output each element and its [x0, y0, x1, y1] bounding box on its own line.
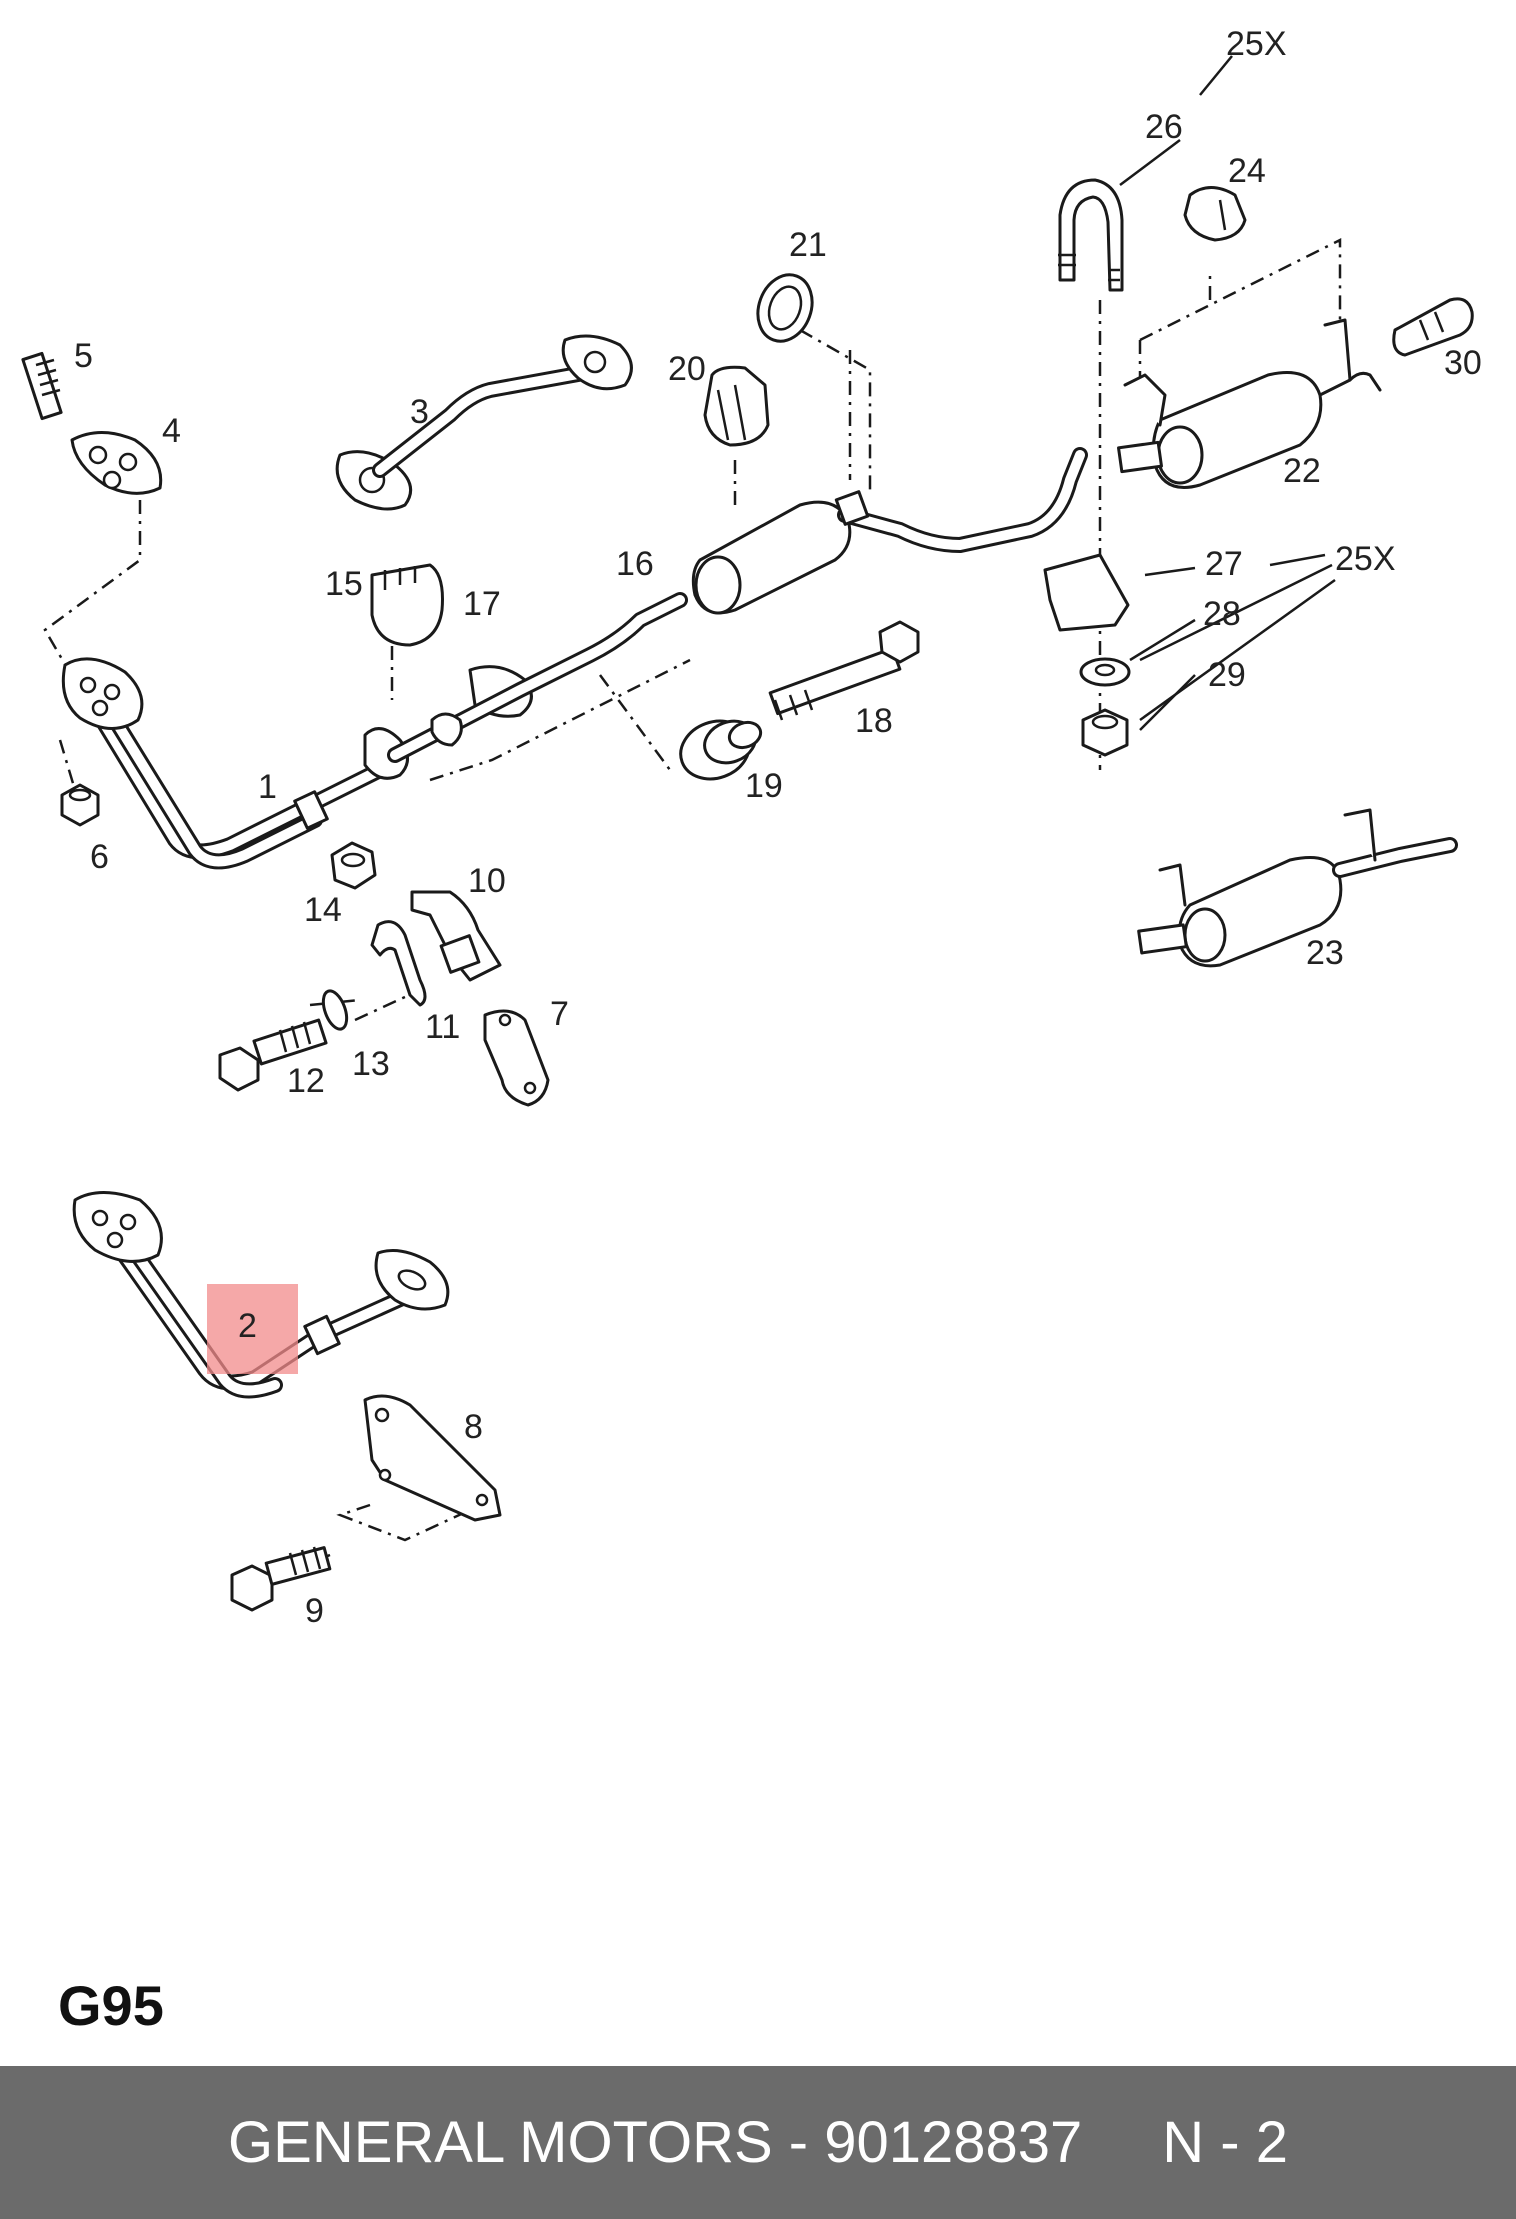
part-14-nut — [330, 841, 377, 890]
callout-15: 15 — [325, 565, 363, 603]
callout-16: 16 — [616, 545, 654, 583]
callout-2: 2 — [238, 1307, 257, 1345]
diagram-code: G95 — [58, 1974, 164, 2037]
callout-1: 1 — [258, 768, 277, 806]
part-4-gasket — [70, 431, 163, 495]
callout-20: 20 — [668, 350, 706, 388]
diagram-position: N - 2 — [1162, 2110, 1288, 2175]
footer-dash: - — [772, 2110, 825, 2175]
callout-14: 14 — [304, 891, 342, 929]
callout-22: 22 — [1283, 452, 1321, 490]
callout-4: 4 — [162, 412, 181, 450]
exhaust-system-diagram: 1 2 3 4 5 6 7 8 9 10 11 12 13 14 15 16 1… — [21, 25, 1482, 1630]
part-2-front-pipe-alt — [72, 1191, 450, 1399]
callout-29: 29 — [1208, 656, 1246, 694]
part-21-ring — [756, 273, 814, 343]
part-8-bracket — [363, 1394, 502, 1522]
callout-26: 26 — [1145, 108, 1183, 146]
callout-3: 3 — [410, 393, 429, 431]
callout-21: 21 — [789, 226, 827, 264]
part-28-washer — [1079, 657, 1131, 687]
part-29-nut — [1081, 708, 1129, 757]
footer-bar: GENERAL MOTORS - 90128837 N - 2 — [0, 2066, 1516, 2219]
callout-17: 17 — [463, 585, 501, 623]
part-7-bracket — [483, 1009, 550, 1107]
callout-13: 13 — [352, 1045, 390, 1083]
callout-25x-right: 25X — [1335, 540, 1396, 578]
part-number: 90128837 — [824, 2110, 1083, 2175]
part-19-spring — [679, 719, 763, 781]
callout-6: 6 — [90, 838, 109, 876]
part-17-clip — [430, 712, 463, 747]
part-6-nut — [60, 783, 100, 827]
part-27-clamp-plate — [1043, 553, 1130, 632]
part-13-washer — [321, 989, 349, 1031]
callout-11: 11 — [425, 1008, 460, 1046]
part-16-centre-muffler — [363, 447, 1088, 780]
callout-18: 18 — [855, 702, 893, 740]
part-10-clamp — [410, 890, 502, 982]
callout-lines — [1119, 55, 1336, 731]
callout-30: 30 — [1444, 344, 1482, 382]
part-12-bolt — [218, 1018, 328, 1092]
part-18-bolt — [768, 620, 920, 721]
leader-lines — [43, 237, 1342, 1592]
callout-27: 27 — [1205, 545, 1243, 583]
part-3-pipe-section — [335, 334, 633, 511]
callout-8: 8 — [464, 1408, 483, 1446]
highlight-marker — [207, 1284, 298, 1374]
callout-7: 7 — [550, 995, 569, 1033]
part-15-insulator — [370, 563, 444, 647]
part-9-bolt — [230, 1546, 332, 1612]
callout-9: 9 — [305, 1592, 324, 1630]
callout-24: 24 — [1228, 152, 1266, 190]
part-30-sleeve — [1392, 297, 1474, 357]
part-23-rear-muffler-alt — [1137, 808, 1458, 968]
callout-25x-top: 25X — [1226, 25, 1287, 63]
callout-10: 10 — [468, 862, 506, 900]
part-22-rear-muffler — [1117, 318, 1382, 489]
part-24-bush — [1183, 186, 1247, 242]
part-20-rubber-block — [703, 365, 770, 447]
callout-5: 5 — [74, 337, 93, 375]
part-26-u-bolt — [1058, 178, 1124, 292]
callout-12: 12 — [287, 1062, 325, 1100]
part-11-clamp — [370, 920, 427, 1007]
part-5-stud — [21, 351, 63, 421]
part-1-front-pipe — [61, 657, 408, 870]
callout-23: 23 — [1306, 934, 1344, 972]
callout-labels: 1 2 3 4 5 6 7 8 9 10 11 12 13 14 15 16 1… — [74, 25, 1482, 1630]
callout-19: 19 — [745, 767, 783, 805]
brand-name: GENERAL MOTORS — [228, 2110, 773, 2175]
callout-28: 28 — [1203, 595, 1241, 633]
